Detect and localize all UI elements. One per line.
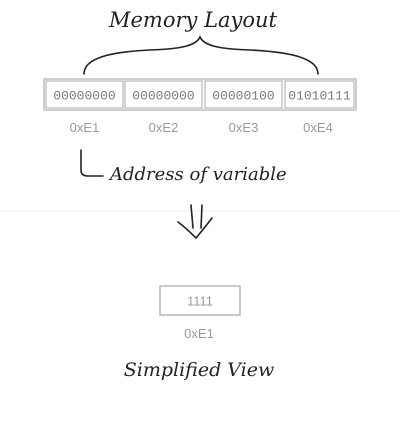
memory-cell-0-address: 0xE1 bbox=[70, 120, 100, 135]
simplified-address: 0xE1 bbox=[184, 326, 214, 341]
memory-cell-1-box bbox=[124, 80, 203, 109]
memory-cell-1-bits: 00000000 bbox=[132, 89, 194, 104]
pointer-bracket bbox=[80, 149, 104, 177]
simplified-value: 1111 bbox=[187, 294, 213, 309]
brace-shape bbox=[83, 35, 319, 75]
memory-cell-3-bits: 01010111 bbox=[288, 89, 351, 104]
memory-cell-3-box bbox=[284, 80, 355, 109]
memory-cell-0-box bbox=[45, 80, 124, 109]
simplified-view: 1111 0xE1 Simplified View bbox=[124, 285, 275, 381]
simplified-caption: Simplified View bbox=[124, 359, 275, 381]
diagram-title: Memory Layout bbox=[108, 8, 278, 32]
simplified-value-box bbox=[159, 285, 241, 316]
memory-cells-row: 00000000 0xE1 00000000 0xE2 00000100 0xE… bbox=[43, 78, 357, 135]
memory-cell-0: 00000000 0xE1 bbox=[45, 80, 124, 135]
memory-cell-2-bits: 00000100 bbox=[212, 89, 274, 104]
down-arrow-icon bbox=[177, 204, 213, 239]
memory-row-border bbox=[43, 78, 357, 111]
memory-cell-1: 00000000 0xE2 bbox=[124, 80, 203, 135]
memory-cell-3-address: 0xE4 bbox=[303, 120, 333, 135]
memory-cell-2: 00000100 0xE3 bbox=[204, 80, 283, 135]
memory-cell-3: 01010111 0xE4 bbox=[284, 80, 355, 135]
memory-cell-1-address: 0xE2 bbox=[149, 120, 179, 135]
memory-cell-0-bits: 00000000 bbox=[53, 89, 115, 104]
memory-cell-2-box bbox=[204, 80, 283, 109]
pointer-label: Address of variable bbox=[108, 164, 287, 185]
memory-cell-2-address: 0xE3 bbox=[229, 120, 259, 135]
